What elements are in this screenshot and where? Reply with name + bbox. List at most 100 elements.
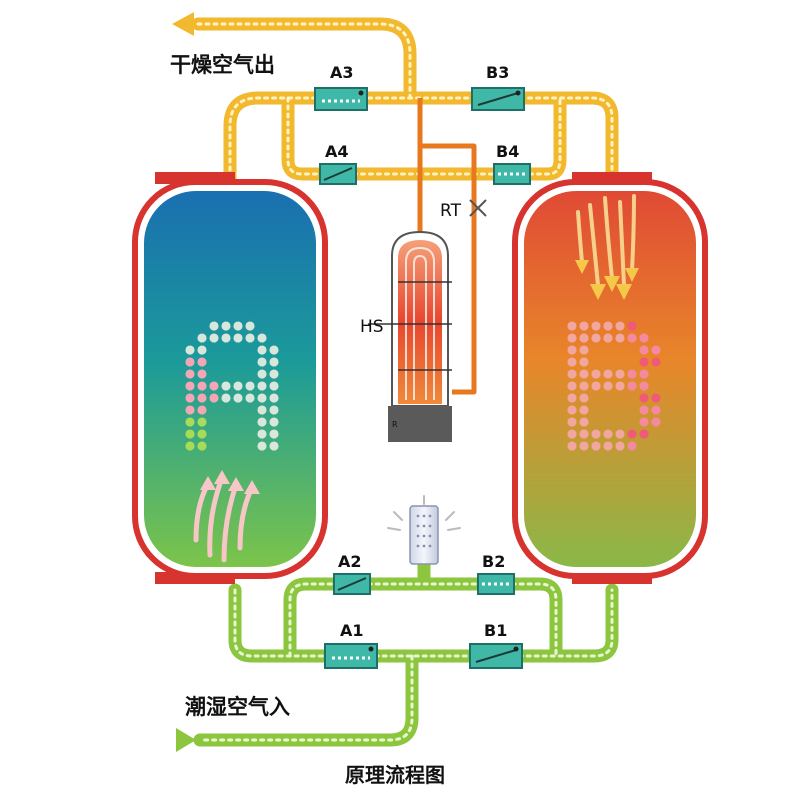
letter-dot (209, 321, 219, 331)
letter-dot (197, 393, 207, 403)
letter-dot (579, 357, 589, 367)
letter-dot (567, 393, 577, 403)
letter-dot (639, 345, 649, 355)
letter-dot (627, 333, 637, 343)
valve-b4-label: B4 (496, 142, 519, 161)
letter-dot (591, 369, 601, 379)
letter-dot (209, 333, 219, 343)
letter-dot (257, 405, 267, 415)
letter-dot (651, 417, 661, 427)
letter-dot (591, 321, 601, 331)
letter-dot (197, 441, 207, 451)
letter-dot (257, 345, 267, 355)
letter-dot (651, 405, 661, 415)
letter-dot (185, 345, 195, 355)
valve-a2 (333, 573, 371, 595)
letter-dot (209, 381, 219, 391)
wet-air-pipes (176, 553, 619, 752)
letter-dot (615, 333, 625, 343)
dry-air-pipes (172, 12, 619, 185)
letter-dot (651, 393, 661, 403)
letter-dot (197, 405, 207, 415)
letter-dot (627, 429, 637, 439)
hs-label: HS (360, 317, 384, 337)
letter-dot (197, 333, 207, 343)
letter-dot (209, 393, 219, 403)
letter-dot (639, 417, 649, 427)
letter-dot (567, 381, 577, 391)
letter-dot (603, 333, 613, 343)
letter-dot (257, 333, 267, 343)
letter-dot (221, 381, 231, 391)
valve-a2-label: A2 (338, 552, 362, 571)
letter-dot (567, 345, 577, 355)
letter-dot (233, 321, 243, 331)
letter-dot (651, 357, 661, 367)
letter-dot (269, 441, 279, 451)
letter-dot (591, 441, 601, 451)
letter-dot (257, 429, 267, 439)
letter-dot (197, 369, 207, 379)
letter-dot (269, 405, 279, 415)
dry-air-out-arrow (172, 12, 194, 36)
valve-a3-label: A3 (330, 63, 354, 82)
letter-dot (567, 333, 577, 343)
letter-dot (579, 405, 589, 415)
letter-dot (591, 429, 601, 439)
letter-dot (639, 393, 649, 403)
letter-dot (579, 441, 589, 451)
tank-b-letter (567, 321, 661, 451)
letter-dot (197, 345, 207, 355)
letter-dot (269, 429, 279, 439)
letter-dot (567, 357, 577, 367)
letter-dot (615, 441, 625, 451)
letter-dot (185, 429, 195, 439)
valve-a1-label: A1 (340, 621, 364, 640)
letter-dot (651, 345, 661, 355)
letter-dot (639, 333, 649, 343)
letter-dot (245, 393, 255, 403)
letter-dot (627, 321, 637, 331)
valve-a3 (314, 87, 368, 111)
valve-b3-label: B3 (486, 63, 509, 82)
letter-dot (639, 429, 649, 439)
letter-dot (257, 393, 267, 403)
letter-dot (197, 357, 207, 367)
valve-b4 (493, 163, 531, 185)
valve-b3 (471, 87, 525, 111)
valve-a4 (319, 163, 357, 185)
letter-dot (197, 381, 207, 391)
heating-pipes (417, 98, 487, 395)
valve-b1 (469, 643, 523, 669)
letter-dot (579, 417, 589, 427)
letter-dot (269, 345, 279, 355)
letter-dot (567, 405, 577, 415)
tank-b: B (512, 172, 708, 584)
letter-dot (233, 333, 243, 343)
letter-dot (579, 393, 589, 403)
letter-dot (185, 441, 195, 451)
letter-dot (185, 417, 195, 427)
valve-labels: A3 B3 A4 B4 A2 B2 A1 B1 (325, 63, 519, 640)
valve-a1 (324, 643, 378, 669)
letter-dot (185, 405, 195, 415)
letter-dot (221, 321, 231, 331)
diagram-title: 原理流程图 (345, 763, 445, 787)
letter-dot (627, 369, 637, 379)
letter-dot (579, 369, 589, 379)
dry-air-out-label: 干燥空气出 (170, 53, 275, 77)
letter-dot (603, 321, 613, 331)
wet-air-in-label: 潮湿空气入 (185, 695, 290, 719)
letter-dot (233, 393, 243, 403)
valve-b2 (477, 573, 515, 595)
letter-dot (591, 333, 601, 343)
letter-dot (245, 381, 255, 391)
letter-dot (221, 333, 231, 343)
letter-dot (579, 429, 589, 439)
letter-dot (603, 441, 613, 451)
letter-dot (579, 321, 589, 331)
letter-dot (627, 441, 637, 451)
valve-b1-label: B1 (484, 621, 507, 640)
